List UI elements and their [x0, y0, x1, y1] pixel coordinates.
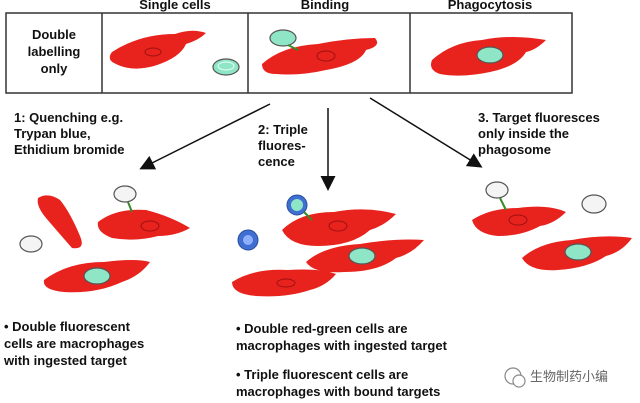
macrophage-cell: [262, 38, 378, 75]
binding-link: [127, 201, 133, 213]
blue-target-core: [243, 235, 253, 245]
blue-target-core: [291, 199, 303, 211]
binding-link: [499, 197, 507, 211]
note-left: • Double fluorescent cells are macrophag…: [4, 319, 145, 368]
cell-nucleus: [140, 220, 160, 232]
quenched-target: [19, 235, 43, 253]
cell-nucleus: [144, 47, 162, 57]
header-single-cells: Single cells: [139, 0, 211, 12]
macrophage-cell: [109, 30, 206, 69]
ingested-green-target: [348, 247, 376, 265]
macrophage-cell: [97, 209, 190, 240]
method-3-label: 3. Target fluoresces only inside the pha…: [478, 110, 600, 157]
green-target-particle: [212, 58, 240, 76]
macrophage-cell: [472, 206, 566, 236]
arrow-to-method-1: [139, 103, 271, 170]
note-middle-1: • Double red-green cells are macrophages…: [236, 321, 447, 353]
watermark-text: 生物制药小编: [530, 370, 609, 385]
cell-nucleus: [316, 50, 336, 62]
ingested-green-target: [476, 46, 504, 64]
arrow-to-method-3: [369, 97, 483, 168]
row-label-double-labelling: Double labelling only: [27, 27, 81, 76]
cell-nucleus: [328, 220, 348, 232]
target-highlight: [217, 61, 235, 71]
macrophage-cell: [37, 195, 82, 249]
binding-link: [287, 44, 299, 51]
method-1-label: 1: Quenching e.g. Trypan blue, Ethidium …: [14, 110, 125, 157]
method-2-label: 2: Triple fluores- cence: [258, 122, 308, 169]
non-fluorescent-target: [485, 181, 509, 199]
bound-green-target: [269, 29, 297, 47]
ingested-green-target: [564, 243, 592, 261]
ingested-green-target: [83, 267, 111, 285]
wechat-logo-icon-part: [512, 374, 526, 388]
binding-link: [303, 211, 313, 221]
header-binding: Binding: [300, 0, 350, 12]
note-middle-2: • Triple fluorescent cells are macrophag…: [236, 367, 441, 399]
macrophage-cell: [232, 269, 336, 297]
cell-nucleus: [276, 278, 296, 288]
quenched-target: [113, 185, 137, 203]
header-phagocytosis: Phagocytosis: [447, 0, 533, 12]
cell-nucleus: [508, 214, 528, 226]
non-fluorescent-target: [581, 194, 607, 214]
